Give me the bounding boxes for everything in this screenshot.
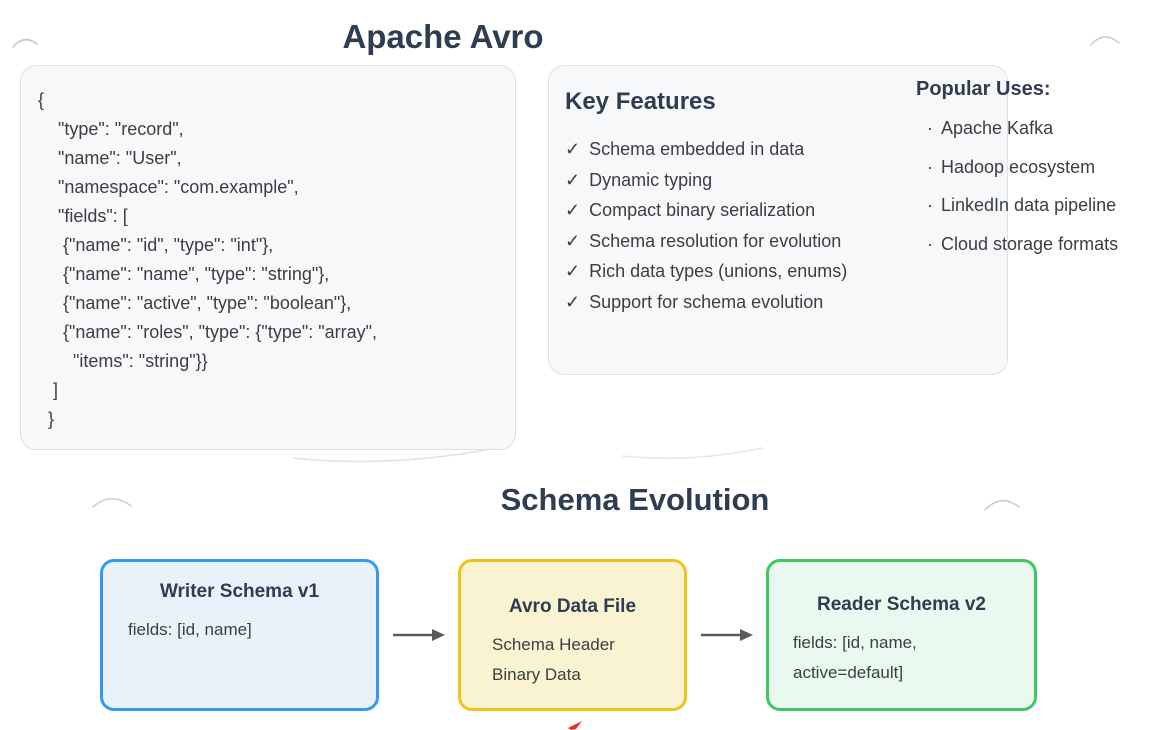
- feature-label: Schema embedded in data: [589, 139, 805, 159]
- sketch-arc-evolution-left-icon: [92, 498, 132, 508]
- sketch-arc-evolution-right-icon: [984, 500, 1020, 511]
- checkmark-icon: ✓: [565, 291, 581, 312]
- code-line: ]: [38, 380, 59, 400]
- reader-schema-box: Reader Schema v2 fields: [id, name, acti…: [766, 559, 1037, 711]
- feature-item: ✓ Dynamic typing: [565, 165, 1007, 196]
- popular-use-label: Cloud storage formats: [941, 233, 1119, 254]
- feature-label: Dynamic typing: [589, 169, 713, 190]
- popular-uses-list: · Apache Kafka · Hadoop ecosystem · LinkedI…: [927, 109, 1172, 263]
- page-title: Apache Avro: [342, 18, 544, 55]
- popular-use-item: · Apache Kafka: [927, 109, 1172, 148]
- dot-bullet-icon: ·: [927, 118, 933, 138]
- code-line: {: [38, 90, 45, 110]
- feature-item: ✓ Schema embedded in data: [565, 134, 1007, 165]
- popular-uses: Popular Uses: · Apache Kafka · Hadoop ecos…: [916, 78, 1172, 263]
- checkmark-icon: ✓: [565, 230, 581, 251]
- popular-use-item: · LinkedIn data pipeline: [927, 186, 1172, 225]
- code-line: {"name": "active", "type": "boolean"},: [38, 293, 352, 313]
- checkmark-icon: ✓: [565, 169, 581, 190]
- schema-code-panel: { "type": "record", "name": "User", "nam…: [20, 65, 516, 450]
- sketch-arc-top-left-icon: [12, 38, 38, 48]
- section-title-schema-evolution: Schema Evolution: [500, 482, 770, 517]
- avro-data-file-line: Binary Data: [492, 665, 581, 684]
- popular-use-label: Apache Kafka: [941, 118, 1054, 138]
- writer-schema-fields: fields: [id, name]: [128, 620, 252, 639]
- key-features-title: Key Features: [565, 88, 716, 115]
- popular-use-label: Hadoop ecosystem: [941, 156, 1096, 177]
- checkmark-icon: ✓: [565, 139, 581, 159]
- popular-use-label: LinkedIn data pipeline: [941, 195, 1117, 215]
- popular-use-item: · Cloud storage formats: [927, 225, 1172, 264]
- feature-label: Support for schema evolution: [589, 291, 824, 312]
- code-line: "namespace": "com.example",: [38, 177, 299, 197]
- arrow-right-icon: [701, 629, 753, 641]
- popular-use-item: · Hadoop ecosystem: [927, 148, 1172, 187]
- sketch-arc-top-right-icon: [1090, 36, 1120, 46]
- arrow-right-icon: [393, 629, 445, 641]
- code-line: {"name": "name", "type": "string"},: [38, 264, 330, 284]
- feature-item: ✓ Rich data types (unions, enums): [565, 256, 1007, 287]
- code-line: "items": "string"}}: [38, 351, 208, 371]
- feature-item: ✓ Support for schema evolution: [565, 287, 1007, 318]
- code-line: {"name": "id", "type": "int"},: [38, 235, 274, 255]
- code-line: "name": "User",: [38, 148, 182, 168]
- code-line: {"name": "roles", "type": {"type": "arra…: [38, 322, 378, 342]
- dot-bullet-icon: ·: [927, 233, 933, 254]
- avro-schema-code: { "type": "record", "name": "User", "nam…: [21, 66, 515, 434]
- code-line: "fields": [: [38, 206, 128, 226]
- checkmark-icon: ✓: [565, 261, 581, 282]
- code-line: "type": "record",: [38, 119, 184, 139]
- sketch-curve-icon: [293, 448, 492, 463]
- key-features-panel: Key Features ✓ Schema embedded in data ✓ D…: [548, 65, 1008, 375]
- feature-item: ✓ Schema resolution for evolution: [565, 226, 1007, 257]
- popular-uses-title: Popular Uses:: [916, 78, 1051, 100]
- feature-item: ✓ Compact binary serialization: [565, 195, 1007, 226]
- dot-bullet-icon: ·: [927, 195, 933, 215]
- dot-bullet-icon: ·: [927, 156, 933, 177]
- feature-label: Schema resolution for evolution: [589, 230, 842, 251]
- avro-data-file-box: Avro Data File Schema Header Binary Data: [458, 559, 687, 711]
- red-arrow-tip-icon: [568, 721, 582, 730]
- sketch-curve-icon: [622, 447, 763, 459]
- reader-schema-fields-line: active=default]: [793, 663, 904, 682]
- reader-schema-box-title: Reader Schema v2: [817, 594, 986, 615]
- writer-schema-box: Writer Schema v1 fields: [id, name]: [100, 559, 379, 711]
- code-line: }: [38, 409, 55, 429]
- avro-data-file-box-title: Avro Data File: [508, 596, 637, 617]
- feature-label: Compact binary serialization: [589, 200, 816, 221]
- feature-label: Rich data types (unions, enums): [589, 261, 848, 282]
- avro-data-file-line: Schema Header: [492, 635, 615, 654]
- checkmark-icon: ✓: [565, 200, 581, 221]
- reader-schema-fields-line: fields: [id, name,: [793, 633, 917, 652]
- writer-schema-box-title: Writer Schema v1: [159, 581, 320, 602]
- key-features-list: ✓ Schema embedded in data ✓ Dynamic typing…: [565, 134, 1007, 318]
